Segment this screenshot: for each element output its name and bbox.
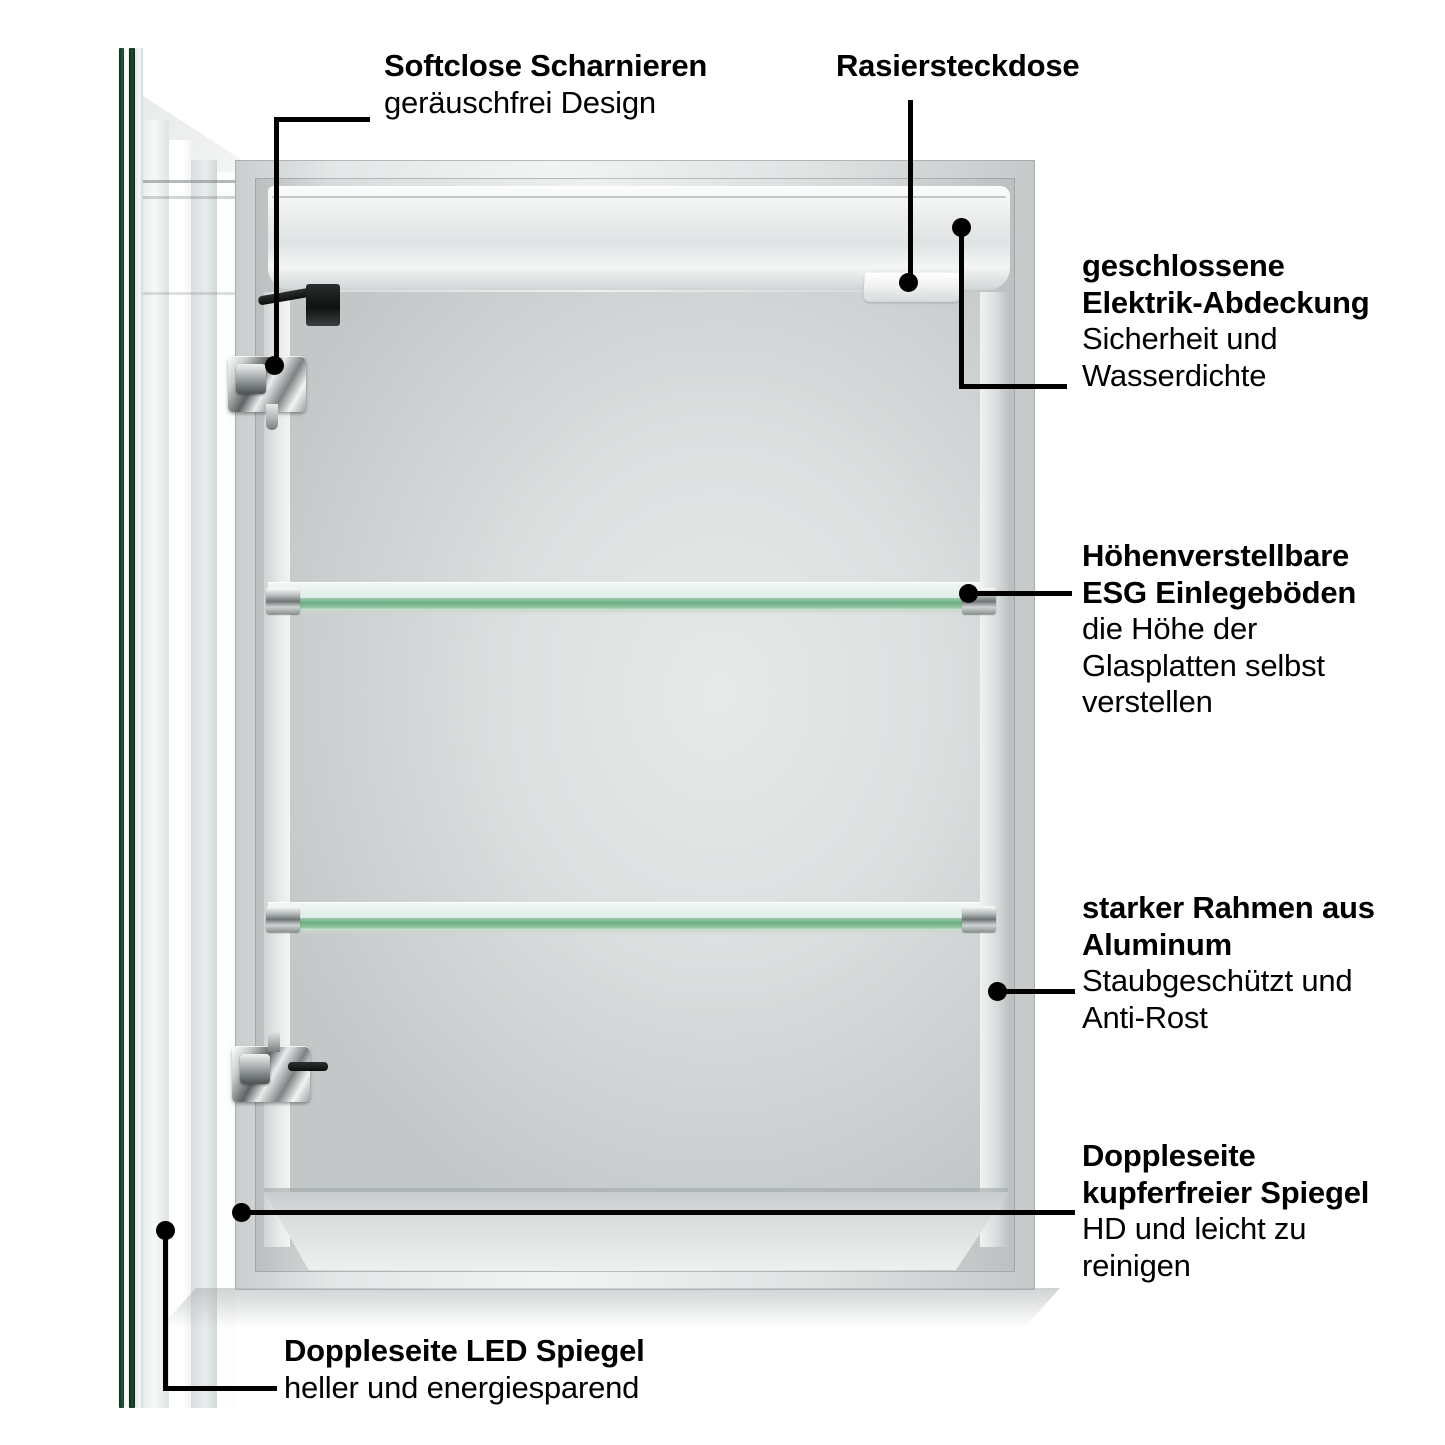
electric-cover-seam (272, 196, 1006, 198)
callout-title-mirror-2: kupferfreier Spiegel (1082, 1174, 1370, 1210)
callout-subtitle-mirror-1: HD und leicht zu (1082, 1211, 1307, 1247)
callout-title-frame-1: starker Rahmen aus (1082, 890, 1375, 925)
callout-subtitle-shelves-1: die Höhe der (1082, 611, 1258, 647)
hinge-lower-pin (268, 1030, 280, 1052)
callout-title-electric-1: geschlossene (1082, 248, 1285, 283)
door-panel-2 (169, 140, 191, 1408)
callout-dot-socket (899, 273, 918, 292)
callout-label-led: Doppleseite LED Spiegel heller und energ… (284, 1333, 804, 1406)
callout-line-softclose-v (274, 117, 279, 365)
shelf-upper-edge (268, 598, 980, 610)
callout-line-softclose-h (274, 117, 370, 122)
shelf-upper-underside (268, 610, 980, 615)
cabinet-interior-left-wall (264, 292, 290, 1247)
door-reflection-band-2 (143, 196, 258, 199)
door-panel-1 (143, 120, 169, 1408)
hinge-lower-cup (240, 1054, 270, 1084)
door-mirror-edge-white (124, 48, 129, 1408)
callout-label-electric-cover: geschlossene Elektrik-Abdeckung Sicherhe… (1082, 248, 1422, 394)
callout-line-led-v (163, 1230, 168, 1390)
callout-line-electric-v (959, 227, 964, 388)
callout-title-frame-2: Aluminum (1082, 926, 1232, 962)
callout-title-led: Doppleseite LED Spiegel (284, 1333, 645, 1368)
callout-label-softclose: Softclose Scharnieren geräuschfrei Desig… (384, 48, 784, 121)
callout-subtitle-mirror-2: reinigen (1082, 1247, 1191, 1283)
shelf-lower-surface (268, 902, 980, 918)
hinge-upper-boss (306, 284, 340, 326)
hinge-lower-arm (288, 1062, 328, 1071)
shelf-lower-clip-left (266, 906, 300, 932)
shelf-upper-surface (268, 582, 980, 598)
door-panel-3 (191, 160, 217, 1408)
hinge-upper-cup (236, 364, 266, 394)
door-reflection-band-1 (143, 180, 258, 183)
cabinet-floor (264, 1192, 1008, 1270)
shelf-lower-edge (268, 918, 980, 930)
callout-subtitle-softclose: geräuschfrei Design (384, 84, 656, 120)
callout-subtitle-electric-1: Sicherheit und (1082, 321, 1278, 357)
callout-line-socket-v (908, 100, 913, 280)
callout-line-electric-h (959, 384, 1067, 389)
callout-subtitle-shelves-2: Glasplatten selbst (1082, 647, 1325, 683)
cabinet-interior-right-wall (980, 292, 1008, 1247)
shelf-lower-clip-right (962, 906, 996, 932)
door-panel-4 (217, 172, 235, 1408)
shelf-upper-clip-left (266, 588, 300, 614)
door-mirror-edge-outer (119, 48, 124, 1408)
callout-title-electric-2: Elektrik-Abdeckung (1082, 284, 1370, 320)
callout-title-shelves-2: ESG Einlegeböden (1082, 574, 1357, 610)
callout-title-softclose: Softclose Scharnieren (384, 48, 708, 83)
callout-line-led-h (163, 1386, 277, 1391)
mirror-back (290, 292, 980, 1247)
callout-label-mirror: Doppleseite kupferfreier Spiegel HD und … (1082, 1138, 1427, 1284)
shelf-upper (268, 582, 980, 615)
callout-subtitle-electric-2: Wasserdichte (1082, 357, 1267, 393)
callout-label-shelves: Höhenverstellbare ESG Einlegeböden die H… (1082, 538, 1422, 721)
callout-title-shelves-1: Höhenverstellbare (1082, 538, 1350, 573)
callout-title-socket: Rasiersteckdose (836, 48, 1080, 83)
door-reflection-band-3 (143, 292, 258, 295)
callout-subtitle-frame-1: Staubgeschützt und (1082, 963, 1353, 999)
callout-subtitle-led: heller und energiesparend (284, 1369, 640, 1405)
callout-line-shelves-h (968, 591, 1072, 596)
callout-subtitle-frame-2: Anti-Rost (1082, 999, 1208, 1035)
callout-label-socket: Rasiersteckdose (836, 48, 1166, 85)
cabinet-floor-edge (264, 1188, 1008, 1192)
callout-line-mirror-h (241, 1210, 1075, 1215)
shelf-lower-underside (268, 930, 980, 935)
callout-title-mirror-1: Doppleseite (1082, 1138, 1256, 1173)
shelf-lower (268, 902, 980, 935)
door-mirror-edge-pale (135, 48, 143, 1408)
callout-subtitle-shelves-3: verstellen (1082, 684, 1213, 720)
hinge-upper-pin (266, 404, 278, 430)
ground-shadow (160, 1288, 1060, 1328)
door-mirror-edge-inner (129, 48, 135, 1408)
callout-line-frame-h (997, 989, 1075, 994)
callout-label-frame: starker Rahmen aus Aluminum Staubgeschüt… (1082, 890, 1427, 1036)
callout-dot-softclose (265, 356, 284, 375)
